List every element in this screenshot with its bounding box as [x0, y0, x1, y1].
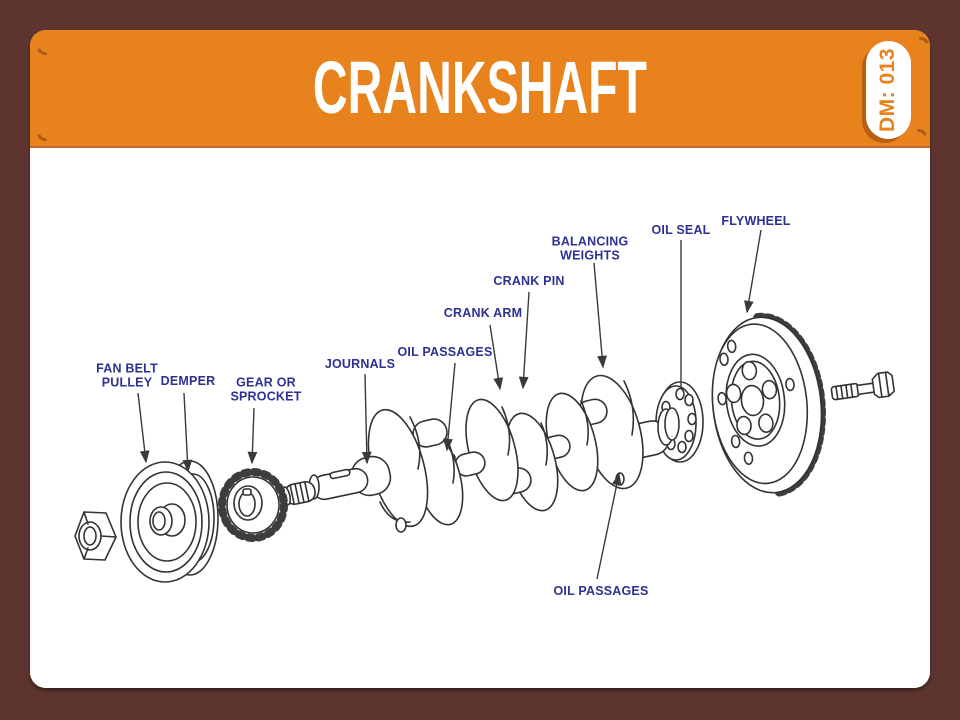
pulley-damper-drawing: [120, 460, 219, 583]
leader-line: [443, 362, 456, 452]
leader-line: [137, 392, 150, 464]
leader-line: [518, 291, 530, 390]
bolt-drawing: [830, 371, 896, 401]
leader-line: [596, 472, 622, 580]
leader-lines: [137, 229, 762, 580]
leader-line: [182, 392, 193, 473]
hex-nut-drawing: [74, 511, 117, 561]
leader-line: [489, 324, 504, 391]
leader-line: [593, 262, 607, 369]
page-title: CRANKSHAFT: [312, 46, 647, 129]
leader-line: [247, 407, 258, 465]
slide-header: CRANKSHAFT DM: 013: [30, 30, 930, 148]
gear-sprocket-drawing: [218, 468, 288, 542]
crankshaft-body-drawing: [308, 374, 680, 533]
leader-line: [744, 229, 762, 314]
flywheel-drawing: [711, 312, 826, 498]
leader-line: [361, 373, 372, 465]
dm-badge: DM: 013: [866, 41, 911, 139]
